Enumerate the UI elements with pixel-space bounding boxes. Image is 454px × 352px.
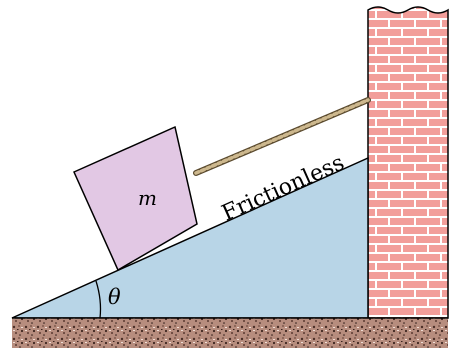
angle-arc bbox=[95, 280, 102, 319]
brick-wall bbox=[367, 6, 449, 319]
block bbox=[73, 125, 198, 272]
mass-label: m bbox=[138, 186, 157, 210]
ground bbox=[12, 317, 448, 348]
rope bbox=[193, 97, 371, 176]
angle-label: θ bbox=[108, 285, 121, 309]
